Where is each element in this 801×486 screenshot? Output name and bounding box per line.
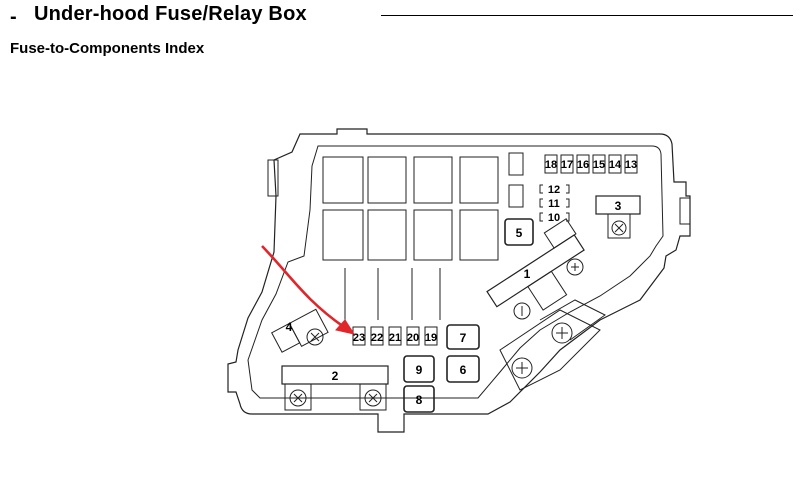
fuse-label-5: 5 — [516, 226, 523, 240]
fuse-label-4: 4 — [286, 320, 293, 334]
fuse-label-18: 18 — [545, 159, 557, 171]
mini-fuse-row-top — [544, 154, 638, 174]
fuse-3-terminal — [607, 213, 631, 239]
fuse-label-22: 22 — [371, 332, 383, 344]
fuse-4-bolt-cross-icon — [310, 332, 320, 342]
fuse-label-11: 11 — [548, 198, 560, 210]
fuse-6-body — [446, 355, 480, 383]
fuse-8-body — [403, 385, 435, 413]
housing-tab-left-top — [267, 159, 279, 197]
housing-tab-right — [679, 197, 691, 225]
fuse-2-bolt-left-icon — [289, 389, 307, 407]
fuse-label-19: 19 — [425, 332, 437, 344]
fuse-label-8: 8 — [416, 393, 423, 407]
fuse-4-bolt-icon — [306, 328, 324, 346]
fuse-label-20: 20 — [407, 332, 419, 344]
fuse-label-6: 6 — [460, 363, 467, 377]
fuse-4-group — [271, 308, 329, 353]
bolt-icon — [611, 220, 627, 236]
page-header: - Under-hood Fuse/Relay Box — [0, 0, 801, 32]
fuse-9-body — [403, 355, 435, 383]
mini-fuse-row-bottom — [352, 326, 438, 346]
fuse-label-3: 3 — [615, 199, 622, 213]
fuse-label-15: 15 — [593, 159, 605, 171]
fuse-2-bolt-right-icon — [364, 389, 382, 407]
fuse-label-16: 16 — [577, 159, 589, 171]
relay-grid — [322, 152, 524, 320]
fuse-7-body — [446, 324, 480, 350]
fuse-label-7: 7 — [460, 331, 467, 345]
fuse-1-group — [486, 218, 585, 311]
annotation-arrow — [261, 245, 356, 335]
fuse-label-13: 13 — [625, 159, 637, 171]
fuse-label-14: 14 — [609, 159, 622, 171]
battery-terminal-group — [499, 299, 606, 391]
page-title: Under-hood Fuse/Relay Box — [34, 3, 307, 25]
fuse-2-terminal-left — [284, 383, 312, 411]
fuse-2-bolt-left-cross-icon — [293, 393, 303, 403]
fuse-label-2: 2 — [332, 369, 339, 383]
fuse-label-21: 21 — [389, 332, 401, 344]
fuse-box-inner-wall — [247, 145, 664, 399]
fuse-2-terminal-right — [359, 383, 387, 411]
fuse-2-body — [281, 365, 389, 385]
fuse-label-1: 1 — [524, 267, 531, 281]
terminal-positive-icon — [566, 258, 584, 276]
fuse-label-9: 9 — [416, 363, 423, 377]
header-rule — [381, 15, 793, 16]
page-subtitle: Fuse-to-Components Index — [10, 40, 205, 57]
bolt-cross-icon — [614, 223, 624, 233]
fuse-5-body — [504, 218, 534, 246]
fuse-box-housing — [227, 128, 691, 433]
fuse-label-23: 23 — [353, 332, 365, 344]
terminal-negative-icon — [513, 302, 531, 320]
header-dash: - — [10, 6, 17, 28]
plus-sign-icon — [571, 263, 579, 271]
fuse-2-bolt-right-cross-icon — [368, 393, 378, 403]
fuse-label-10: 10 — [548, 212, 560, 224]
fuse-label-17: 17 — [561, 159, 573, 171]
fuse-label-12: 12 — [548, 184, 560, 196]
